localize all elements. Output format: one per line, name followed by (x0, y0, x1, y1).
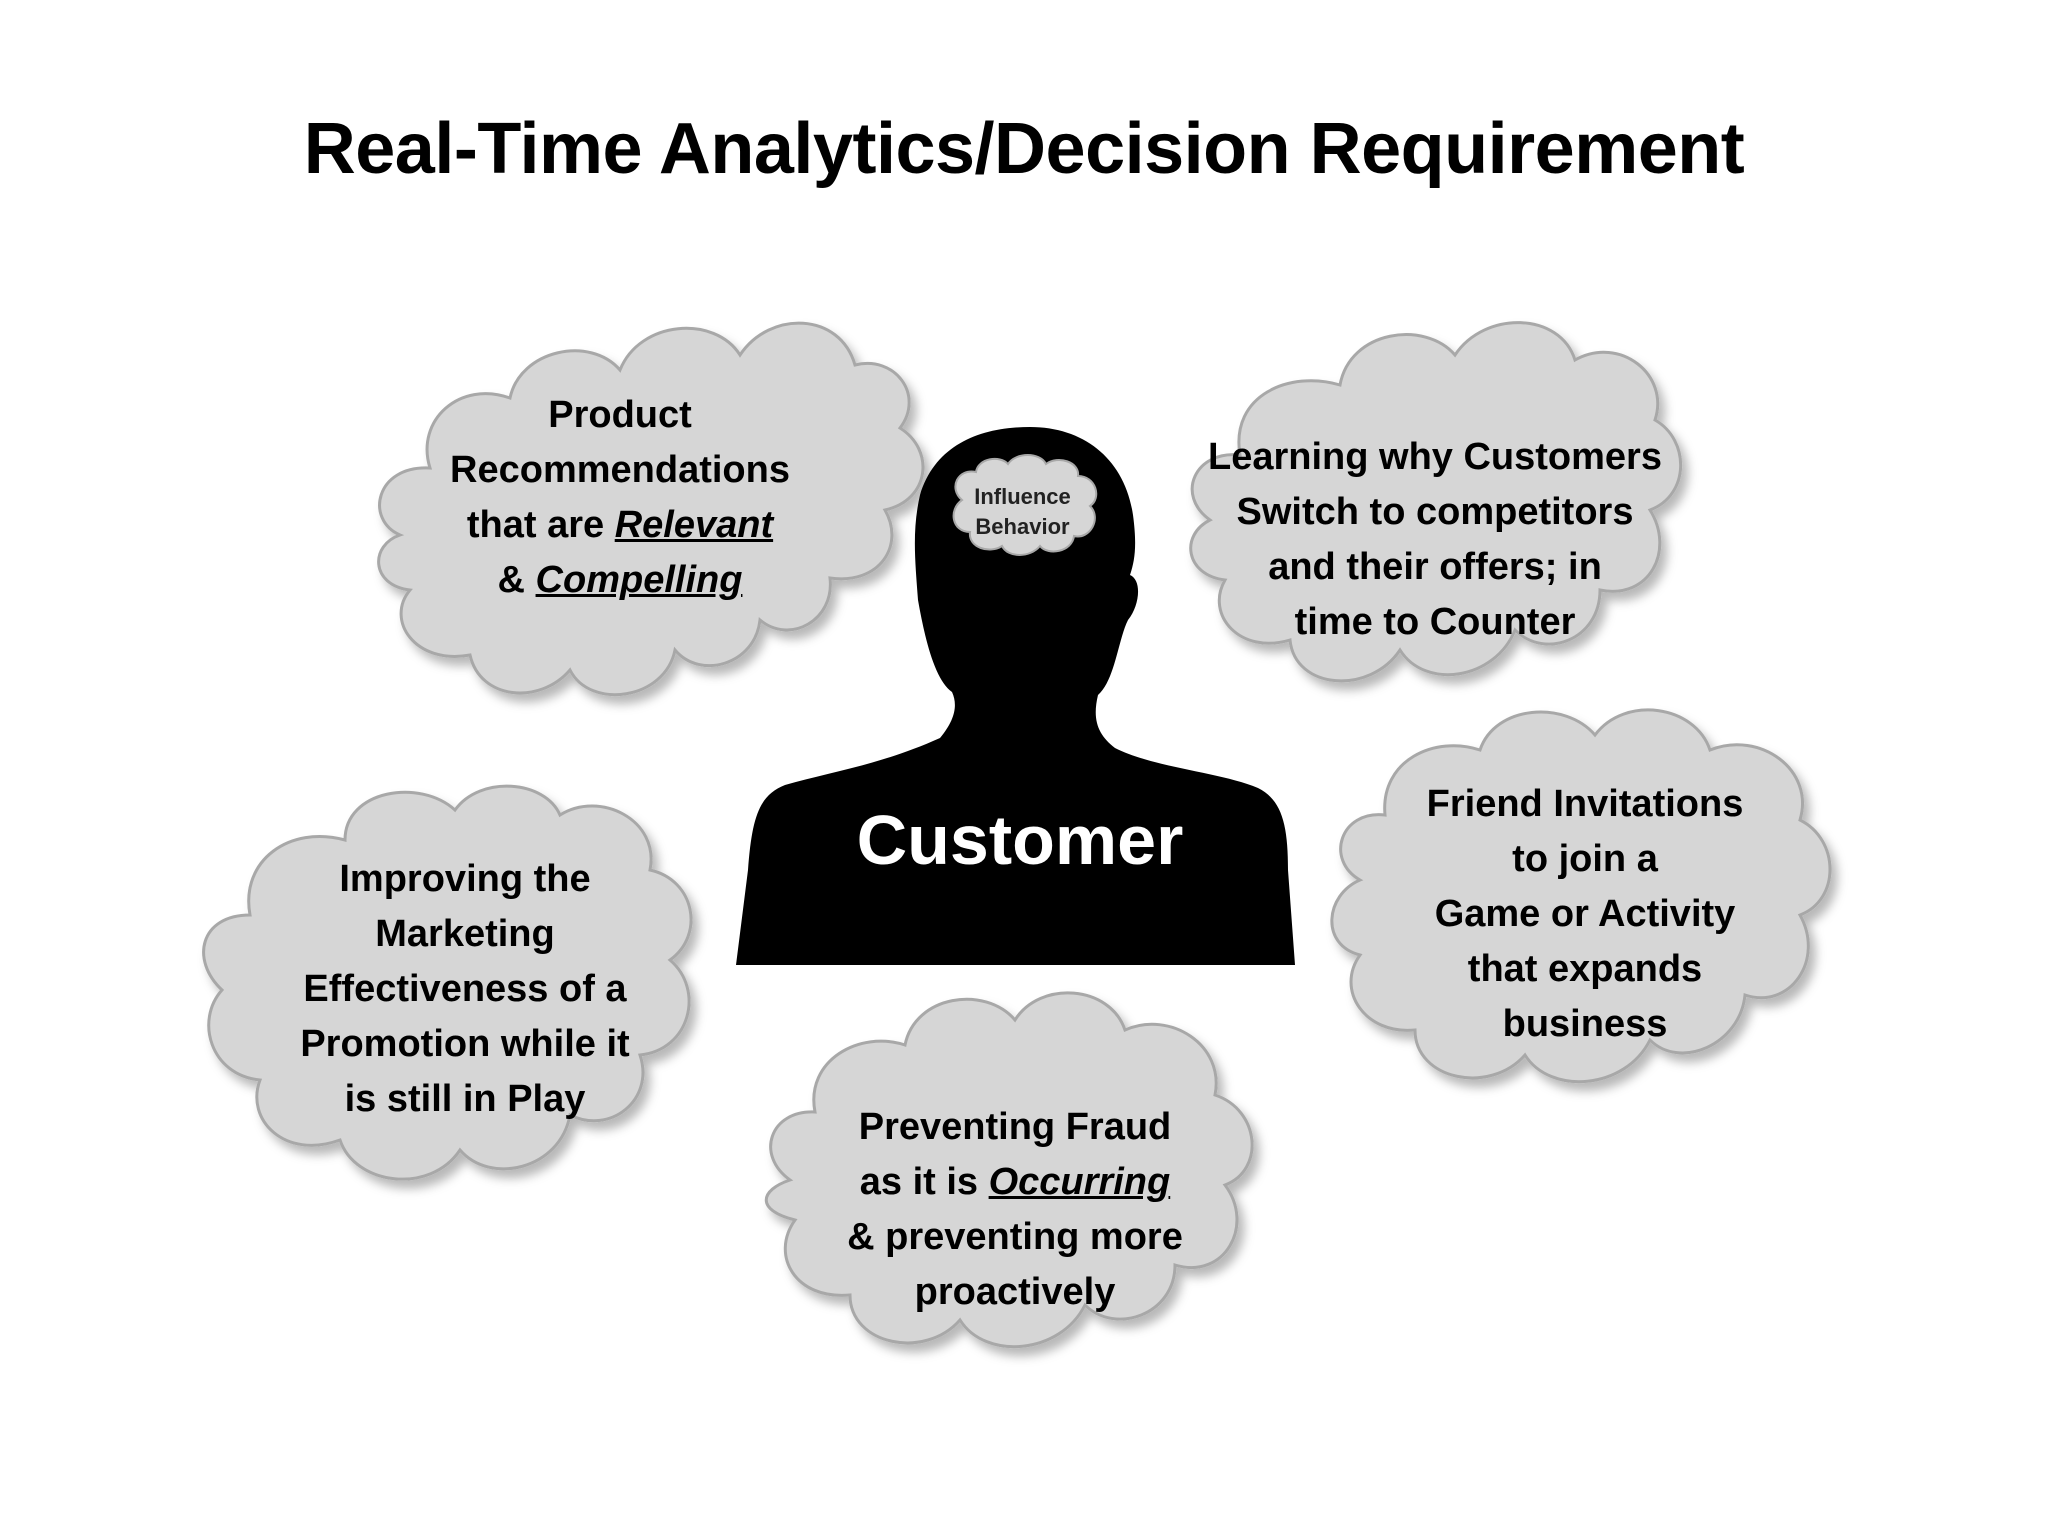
text-line: proactively (914, 1271, 1116, 1313)
text-line: to join a (1512, 838, 1658, 880)
text-line: and their offers; in (1268, 546, 1602, 588)
text-line: & Compelling (420, 553, 820, 608)
influence-behavior-label: Influence Behavior (950, 482, 1095, 542)
cloud-friend-invitations (1330, 708, 1832, 1084)
cloud-preventing-fraud (764, 991, 1254, 1349)
product-recommendations-text: Product Recommendations that are Relevan… (420, 388, 820, 608)
text-line: Product (548, 394, 692, 436)
customer-silhouette (736, 427, 1295, 965)
text-line: Game or Activity (1434, 893, 1736, 935)
page-title: Real-Time Analytics/Decision Requirement (303, 109, 1745, 189)
text-prefix: that are (466, 504, 615, 546)
text-line: as it is Occurring (805, 1155, 1225, 1210)
text-line: business (1502, 1003, 1668, 1045)
influence-label-line: Influence (974, 484, 1071, 509)
cloud-improving-marketing (202, 784, 693, 1181)
text-line: Switch to competitors (1236, 491, 1634, 533)
cloud-learning-switch (1189, 321, 1683, 683)
text-line: Improving the (339, 858, 591, 900)
improving-marketing-text: Improving the Marketing Effectiveness of… (255, 852, 675, 1127)
preventing-fraud-text: Preventing Fraud as it is Occurring & pr… (805, 1100, 1225, 1320)
text-prefix: as it is (859, 1161, 989, 1203)
cloud-product-recommendations (377, 321, 925, 697)
compelling-emphasis: Compelling (535, 559, 743, 601)
text-line: & preventing more (847, 1216, 1183, 1258)
text-line: time to Counter (1294, 601, 1576, 643)
occurring-emphasis: Occurring (988, 1161, 1171, 1203)
customer-label: Customer (856, 801, 1184, 879)
behavior-label-line: Behavior (975, 514, 1070, 539)
text-line: Preventing Fraud (858, 1106, 1172, 1148)
relevant-emphasis: Relevant (614, 504, 774, 546)
text-line: Learning why Customers (1208, 436, 1662, 478)
learning-switch-text: Learning why Customers Switch to competi… (1190, 430, 1680, 650)
friend-invitations-text: Friend Invitations to join a Game or Act… (1385, 777, 1785, 1052)
influence-behavior-bubble (952, 454, 1098, 556)
text-line: Promotion while it (300, 1023, 630, 1065)
text-line: Effectiveness of a (303, 968, 627, 1010)
text-line: Recommendations (450, 449, 790, 491)
text-line: that expands (1467, 948, 1703, 990)
text-line: Marketing (375, 913, 555, 955)
text-line: Friend Invitations (1426, 783, 1744, 825)
text-prefix: & (497, 559, 536, 601)
text-line: is still in Play (344, 1078, 586, 1120)
text-line: that are Relevant (420, 498, 820, 553)
